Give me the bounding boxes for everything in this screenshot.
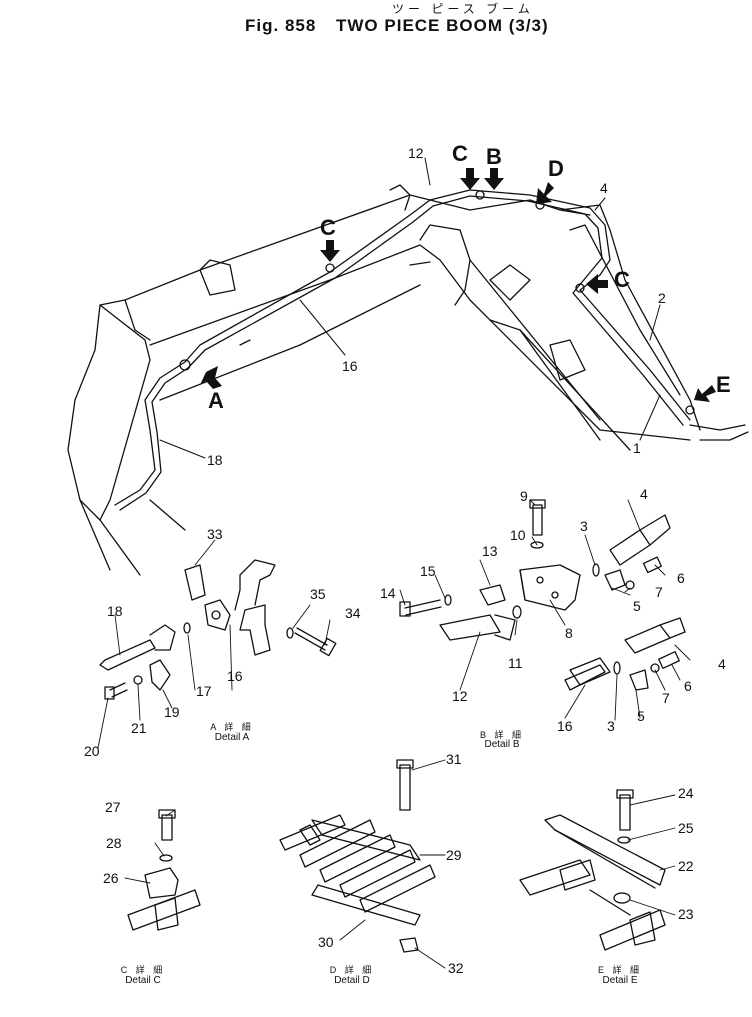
part-number: 13 <box>482 543 498 559</box>
part-number: 21 <box>131 720 147 736</box>
detail-e-caption-jp: E 詳 細 <box>597 965 642 975</box>
part-number: 1 <box>633 440 641 456</box>
part-number: 4 <box>718 656 726 672</box>
part-number: 2 <box>658 290 666 306</box>
part-number: 5 <box>637 708 645 724</box>
part-number: 32 <box>448 960 464 976</box>
part-number: 17 <box>196 683 212 699</box>
part-number: 18 <box>107 603 123 619</box>
detail-b-caption-jp: B 詳 細 <box>479 730 524 740</box>
part-number: 33 <box>207 526 223 542</box>
part-number: 12 <box>408 145 424 161</box>
detail-e-caption: Detail E <box>602 975 638 986</box>
part-number: 27 <box>105 799 121 815</box>
detail-b-parts <box>399 499 686 691</box>
part-number: 16 <box>342 358 358 374</box>
detail-a-parts <box>99 559 337 700</box>
part-number: 26 <box>103 870 119 886</box>
part-number: 3 <box>580 518 588 534</box>
callout-c-right: C <box>614 267 630 292</box>
detail-a-caption: Detail A <box>214 732 250 743</box>
part-number: 24 <box>678 785 694 801</box>
part-number: 14 <box>380 585 396 601</box>
part-number: 20 <box>84 743 100 759</box>
part-number: 9 <box>520 488 528 504</box>
part-number: 34 <box>345 605 361 621</box>
callout-e: E <box>716 372 731 397</box>
part-number: 29 <box>446 847 462 863</box>
part-number: 6 <box>677 570 685 586</box>
part-number: 16 <box>557 718 573 734</box>
part-number: 25 <box>678 820 694 836</box>
part-number: 11 <box>508 655 523 671</box>
figure-title: TWO PIECE BOOM (3/3) <box>336 16 549 35</box>
part-number: 8 <box>565 625 573 641</box>
part-number: 10 <box>510 527 526 543</box>
part-number: 19 <box>164 704 180 720</box>
callout-c-left: C <box>320 215 336 240</box>
boom-pipes <box>114 189 695 511</box>
callout-d: D <box>548 156 564 181</box>
detail-c-parts <box>127 809 201 931</box>
callout-c-top: C <box>452 141 468 166</box>
title-kana: ツー ピース ブーム <box>392 2 534 16</box>
detail-c-caption: Detail C <box>125 975 161 986</box>
part-number: 12 <box>452 688 468 704</box>
part-number: 4 <box>640 486 648 502</box>
part-number: 31 <box>446 751 462 767</box>
part-number: 4 <box>600 180 608 196</box>
figure-number: Fig. 858 <box>245 16 317 35</box>
part-number: 23 <box>678 906 694 922</box>
boom-outline <box>67 184 749 576</box>
part-number: 5 <box>633 598 641 614</box>
callout-arrows <box>200 168 716 402</box>
detail-b-caption: Detail B <box>484 739 520 750</box>
part-number: 30 <box>318 934 334 950</box>
part-number: 3 <box>607 718 615 734</box>
part-number: 35 <box>310 586 326 602</box>
detail-d-caption: Detail D <box>334 975 370 986</box>
part-number: 15 <box>420 563 436 579</box>
part-number: 7 <box>662 690 670 706</box>
detail-a-caption-jp: A 詳 細 <box>210 722 254 732</box>
leader-lines <box>159 157 661 459</box>
part-leaders <box>97 499 691 969</box>
part-number: 6 <box>684 678 692 694</box>
part-number: 16 <box>227 668 243 684</box>
detail-d-caption-jp: D 詳 細 <box>329 965 375 975</box>
part-number: 7 <box>655 584 663 600</box>
detail-e-parts <box>519 789 666 951</box>
detail-d-parts <box>279 759 436 953</box>
detail-c-caption-jp: C 詳 細 <box>120 965 166 975</box>
callout-b: B <box>486 144 502 169</box>
part-number: 18 <box>207 452 223 468</box>
part-number: 28 <box>106 835 122 851</box>
part-number: 22 <box>678 858 694 874</box>
callout-a: A <box>208 388 224 413</box>
